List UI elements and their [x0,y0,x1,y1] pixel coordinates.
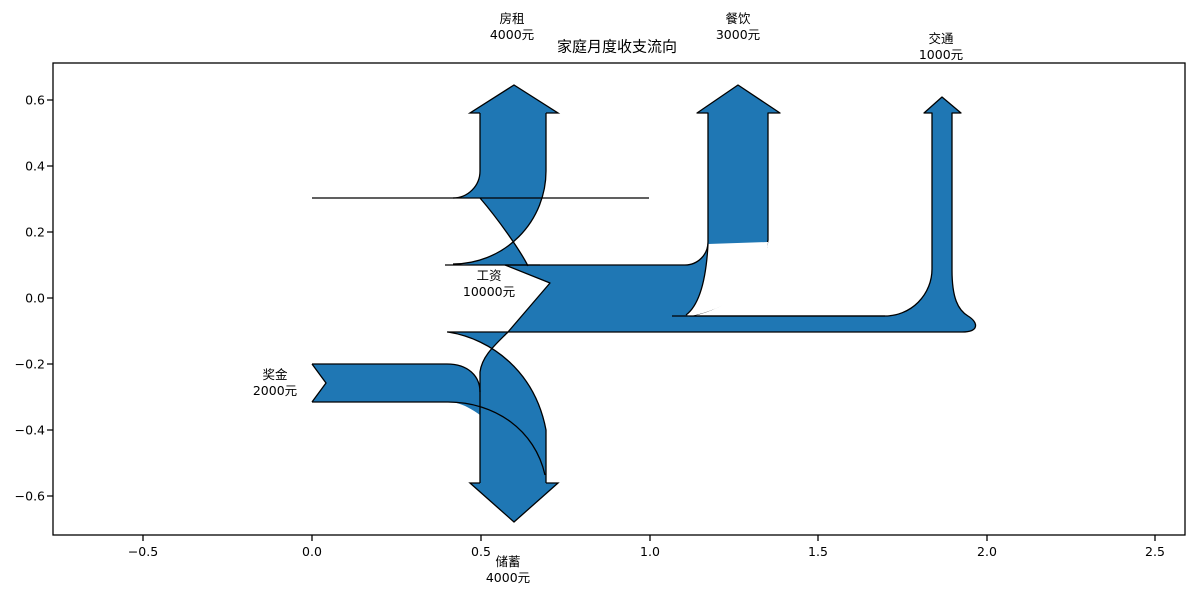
y-tick-label: −0.2 [14,356,45,372]
bonus-top-edge [312,363,481,393]
savings-arrowhead [468,482,560,523]
savings-left-boundary [479,331,509,483]
label-dining-value: 3000元 [715,27,761,42]
x-tick-label: 1.0 [640,544,660,559]
label-transport: 交通 1000元 [919,31,963,63]
x-tick-marks [142,535,1156,541]
label-dining: 餐饮 3000元 [716,11,760,43]
label-savings-name: 储蓄 [495,554,521,569]
x-tick-label: 1.5 [808,544,828,559]
label-rent: 房租 4000元 [490,11,534,43]
sankey-outlines [311,84,885,523]
x-tick-label: −0.5 [127,544,159,559]
chart-title: 家庭月度收支流向 [556,37,678,56]
label-savings-value: 4000元 [485,570,531,585]
label-transport-name: 交通 [928,31,954,46]
plot-border [52,62,1186,536]
label-dining-name: 餐饮 [725,11,751,26]
flow-bonus [312,364,480,415]
savings-right-boundary [447,331,547,483]
label-rent-value: 4000元 [489,27,535,42]
flow-rent-junction [453,198,542,266]
x-tick-label: 0.0 [302,544,322,559]
y-tick-label: 0.4 [25,158,45,174]
label-salary-name: 工资 [476,268,502,283]
flow-rent-arrow [453,85,558,198]
label-savings: 储蓄 4000元 [486,554,530,586]
y-tick-label: 0.2 [25,224,45,240]
x-tick-label: 0.5 [471,544,491,559]
label-bonus-value: 2000元 [252,383,298,398]
axes [47,62,1186,541]
flow-savings [448,332,558,522]
label-bonus: 奖金 2000元 [253,367,297,399]
bonus-tail-notch [311,363,327,403]
x-tick-label: 2.5 [1145,544,1165,559]
rent-arrow-outline [452,84,561,265]
label-bonus-name: 奖金 [262,367,288,382]
y-tick-label: 0.6 [25,92,45,108]
y-tick-label: −0.4 [14,422,45,438]
sankey-flows [312,84,977,522]
label-salary-value: 10000元 [462,284,516,299]
flow-trunk [504,84,977,333]
x-tick-label: 2.0 [977,544,997,559]
bonus-bottom-edge [312,401,546,476]
dining-junction-curve [685,243,709,316]
dining-junction-wedge [686,242,768,316]
label-transport-value: 1000元 [918,47,964,62]
y-tick-label: −0.6 [14,488,45,504]
y-tick-marks [47,99,53,497]
label-rent-name: 房租 [499,11,525,26]
label-salary: 工资 10000元 [463,268,515,300]
rent-junction-curve [479,197,529,267]
y-tick-label: 0.0 [25,290,45,306]
